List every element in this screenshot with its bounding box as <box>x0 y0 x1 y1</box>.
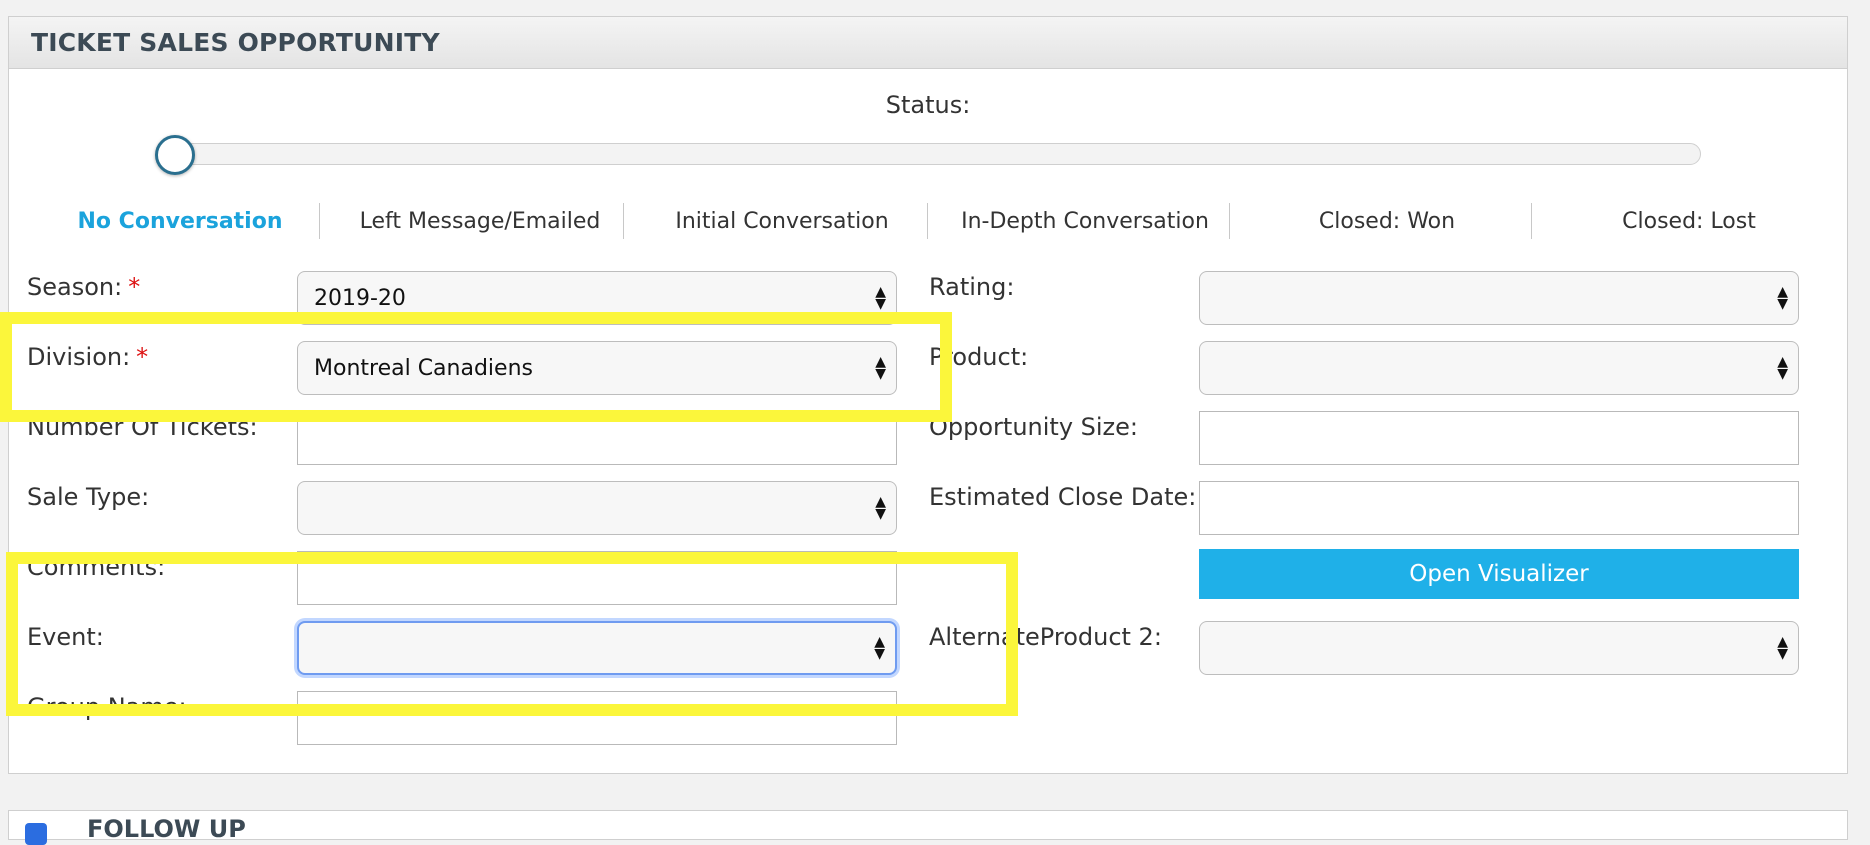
status-slider-handle[interactable] <box>155 135 195 175</box>
estimated-close-date-input[interactable] <box>1199 481 1799 535</box>
select-arrows-icon: ▲▼ <box>1777 634 1788 662</box>
status-label: Status: <box>885 91 971 119</box>
season-label: Season:* <box>27 273 141 301</box>
select-arrows-icon: ▲▼ <box>875 494 886 522</box>
stage-divider <box>927 203 928 239</box>
rating-label: Rating: <box>929 273 1015 301</box>
stage-closed-lost[interactable]: Closed: Lost <box>1622 208 1756 234</box>
comments-label: Comments: <box>27 553 166 581</box>
division-select[interactable]: Montreal Canadiens ▲▼ <box>297 341 897 395</box>
select-arrows-icon: ▲▼ <box>1777 354 1788 382</box>
stage-initial-conversation[interactable]: Initial Conversation <box>675 208 889 234</box>
status-slider-track[interactable] <box>169 143 1701 165</box>
product-label: Product: <box>929 343 1029 371</box>
open-visualizer-button[interactable]: Open Visualizer <box>1199 549 1799 599</box>
status-stages: No Conversation Left Message/Emailed Ini… <box>9 203 1849 239</box>
number-of-tickets-label: Number Of Tickets: <box>27 413 258 441</box>
estimated-close-date-label: Estimated Close Date: <box>929 483 1197 511</box>
select-arrows-icon: ▲▼ <box>875 354 886 382</box>
group-name-input[interactable] <box>297 691 897 745</box>
stage-divider <box>319 203 320 239</box>
stage-no-conversation[interactable]: No Conversation <box>77 208 283 234</box>
stage-divider <box>1531 203 1532 239</box>
select-arrows-icon: ▲▼ <box>875 284 886 312</box>
number-of-tickets-input[interactable] <box>297 411 897 465</box>
season-select-value: 2019-20 <box>314 285 406 311</box>
stage-left-message[interactable]: Left Message/Emailed <box>359 208 601 234</box>
follow-up-panel: FOLLOW UP <box>8 810 1848 845</box>
stage-in-depth-conversation[interactable]: In-Depth Conversation <box>961 208 1209 234</box>
season-select[interactable]: 2019-20 ▲▼ <box>297 271 897 325</box>
alternate-product-2-label: AlternateProduct 2: <box>929 623 1162 651</box>
follow-up-title: FOLLOW UP <box>87 815 246 843</box>
stage-divider <box>1229 203 1230 239</box>
alternate-product-2-select[interactable]: ▲▼ <box>1199 621 1799 675</box>
division-select-value: Montreal Canadiens <box>314 355 533 381</box>
sale-type-label: Sale Type: <box>27 483 150 511</box>
stage-closed-won[interactable]: Closed: Won <box>1318 208 1456 234</box>
select-arrows-icon: ▲▼ <box>1777 284 1788 312</box>
panel-title: TICKET SALES OPPORTUNITY <box>9 17 1847 69</box>
stage-divider <box>623 203 624 239</box>
event-select[interactable]: ▲▼ <box>297 621 897 675</box>
group-name-label: Group Name: <box>27 693 187 721</box>
opportunity-size-label: Opportunity Size: <box>929 413 1139 441</box>
follow-up-icon <box>25 823 47 845</box>
sale-type-select[interactable]: ▲▼ <box>297 481 897 535</box>
event-label: Event: <box>27 623 104 651</box>
required-indicator: * <box>128 273 141 301</box>
product-select[interactable]: ▲▼ <box>1199 341 1799 395</box>
comments-input[interactable] <box>297 551 897 605</box>
rating-select[interactable]: ▲▼ <box>1199 271 1799 325</box>
opportunity-size-input[interactable] <box>1199 411 1799 465</box>
ticket-sales-opportunity-panel: TICKET SALES OPPORTUNITY Status: No Conv… <box>8 16 1848 774</box>
required-indicator: * <box>136 343 149 371</box>
select-arrows-icon: ▲▼ <box>874 634 885 662</box>
division-label: Division:* <box>27 343 149 371</box>
